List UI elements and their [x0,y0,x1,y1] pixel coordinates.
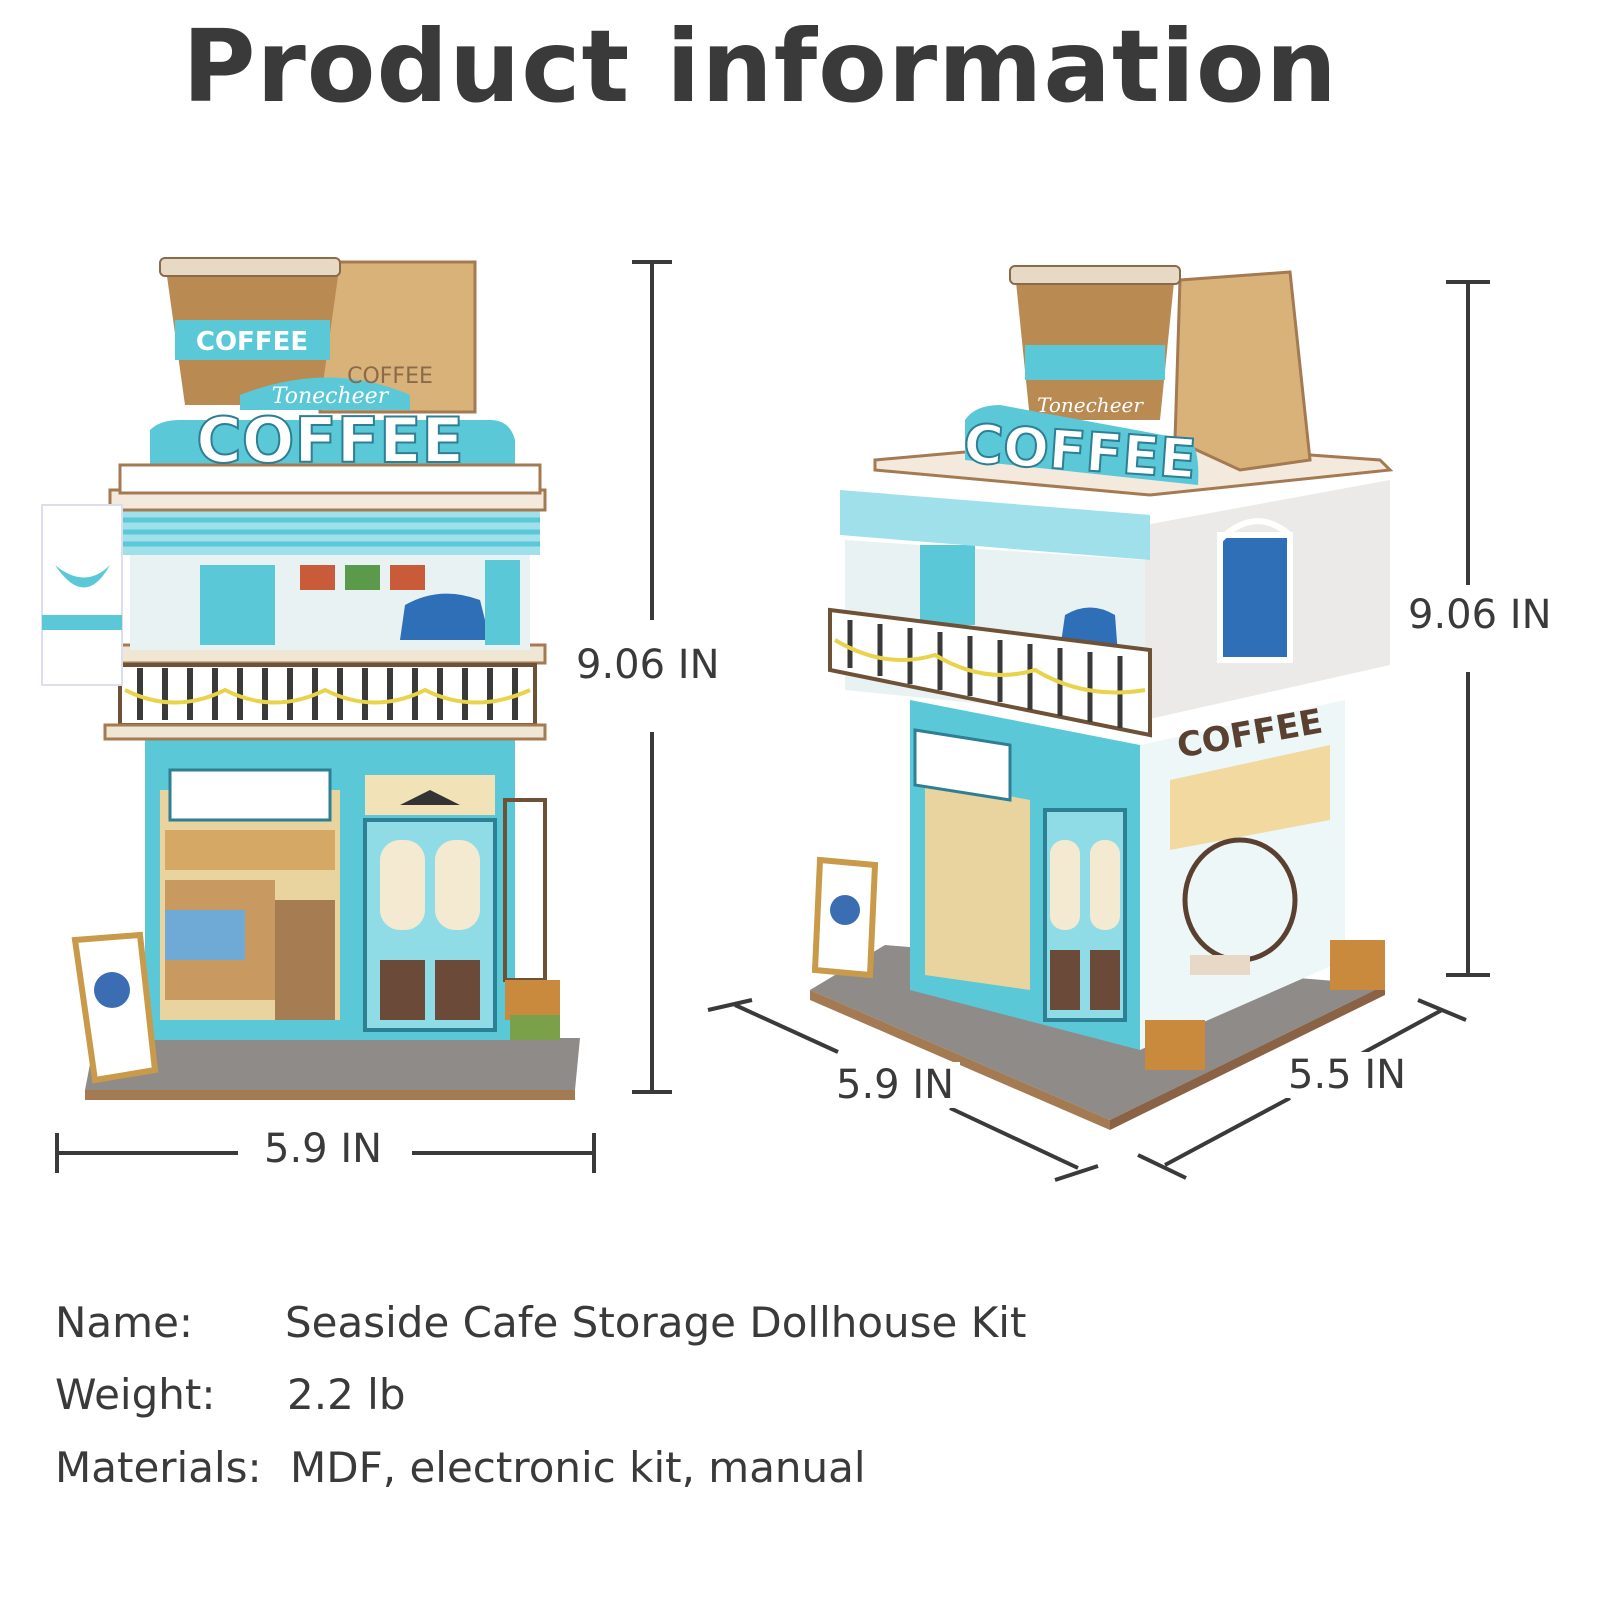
spec-label: Materials: [55,1443,262,1492]
angled-width-label: 5.9 IN [830,1062,961,1108]
angled-width-dimension-line [707,998,1099,1182]
front-box-text: COFFEE [347,364,433,389]
front-upper-floor [41,488,547,686]
front-base [85,1038,580,1100]
page-title: Product information [182,8,1338,125]
angled-brand-text: Tonecheer [1037,393,1144,417]
front-brand-text: Tonecheer [272,384,390,409]
angled-view-illustration [810,265,1394,1130]
front-roof [118,257,542,495]
front-cup-text: COFFEE [196,327,308,357]
front-balcony [103,643,547,741]
front-width-dimension-line [55,1133,596,1173]
spec-value: MDF, electronic kit, manual [290,1443,866,1492]
front-height-label: 9.06 IN [570,642,726,688]
front-sign-text: COFFEE [196,404,464,477]
front-width-label: 5.9 IN [258,1126,389,1172]
front-height-dimension-line [632,260,672,1094]
spec-value: 2.2 lb [287,1370,406,1419]
angled-height-dimension-line [1446,280,1490,977]
spec-label: Weight: [55,1370,216,1419]
angled-depth-dimension-line [1137,998,1467,1180]
spec-value: Seaside Cafe Storage Dollhouse Kit [285,1298,1027,1347]
front-ground-floor [71,740,560,1084]
angled-height-label: 9.06 IN [1402,592,1558,638]
spec-label: Name: [55,1298,194,1347]
angled-depth-label: 5.5 IN [1282,1052,1413,1098]
